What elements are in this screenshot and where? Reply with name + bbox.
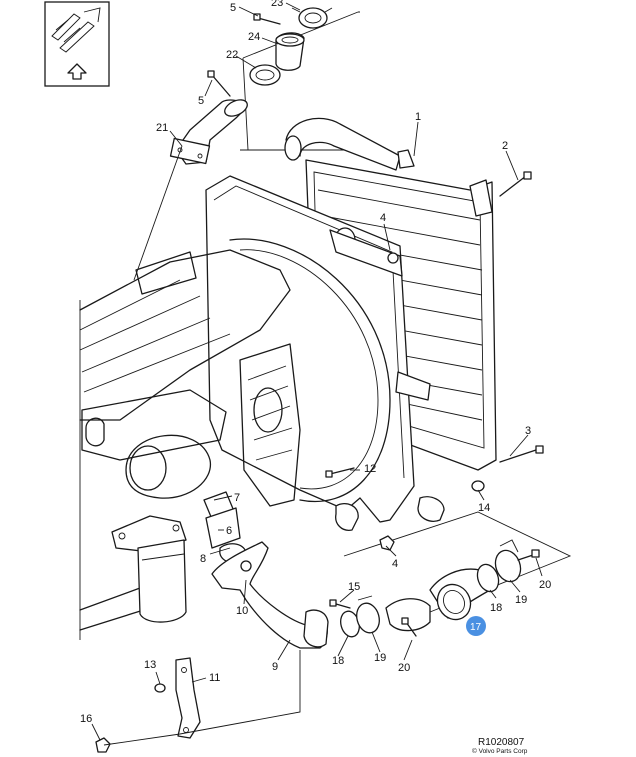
callout-21[interactable]: 21 <box>156 122 168 134</box>
bracket-14 <box>471 480 485 492</box>
callout-8[interactable]: 8 <box>200 553 206 565</box>
nut-13 <box>154 683 166 693</box>
bolt-5-upper <box>253 13 281 25</box>
nut-16 <box>95 737 111 753</box>
callout-10[interactable]: 10 <box>236 605 248 617</box>
callout-9[interactable]: 9 <box>272 661 278 673</box>
callout-15[interactable]: 15 <box>348 581 360 593</box>
callout-5-mid[interactable]: 5 <box>198 95 204 107</box>
callout-23[interactable]: 23 <box>271 0 283 9</box>
nut-4-upper <box>387 252 399 264</box>
overview-thumbnail[interactable] <box>44 1 110 87</box>
callout-22[interactable]: 22 <box>226 49 238 61</box>
intake-pipe-parts <box>203 491 247 564</box>
bolt-2 <box>499 171 532 197</box>
callout-19-left[interactable]: 19 <box>374 652 386 664</box>
callout-18-right[interactable]: 18 <box>490 602 502 614</box>
callout-2[interactable]: 2 <box>502 140 508 152</box>
callout-20-left[interactable]: 20 <box>398 662 410 674</box>
bracket-11 <box>175 657 201 739</box>
callout-18-left[interactable]: 18 <box>332 655 344 667</box>
fan-shroud <box>205 175 445 531</box>
clamp-19-right <box>494 539 522 583</box>
callout-13[interactable]: 13 <box>144 659 156 671</box>
lower-detail-frame <box>343 511 572 613</box>
callout-12[interactable]: 12 <box>364 463 376 475</box>
callout-14[interactable]: 14 <box>478 502 490 514</box>
callout-24[interactable]: 24 <box>248 31 260 43</box>
callout-11[interactable]: 11 <box>209 672 220 684</box>
callout-20-right[interactable]: 20 <box>539 579 551 591</box>
callout-16[interactable]: 16 <box>80 713 92 725</box>
clamp-22 <box>249 64 281 86</box>
vehicle-sketch-icon <box>51 7 101 53</box>
bolt-12 <box>325 467 355 478</box>
pipe-9 <box>211 541 329 649</box>
copyright-text: © Volvo Parts Corp <box>472 747 528 755</box>
oil-filter <box>111 515 187 623</box>
callout-4-upper[interactable]: 4 <box>380 212 386 224</box>
callout-5-top[interactable]: 5 <box>230 2 236 14</box>
callout-19-right[interactable]: 19 <box>515 594 527 606</box>
callout-6[interactable]: 6 <box>226 525 232 537</box>
hose-24 <box>275 32 305 71</box>
reference-number: R1020807 <box>478 737 525 748</box>
bolt-5-lower <box>207 70 231 97</box>
bolt-20-left <box>401 617 417 637</box>
bolt-3 <box>499 445 544 463</box>
leader-lines <box>91 2 543 741</box>
callout-3[interactable]: 3 <box>525 425 531 437</box>
arrow-up-icon <box>67 63 87 80</box>
callout-7[interactable]: 7 <box>234 492 240 504</box>
clamp-18-right <box>476 563 500 593</box>
callout-labels: 5 23 24 22 5 21 1 2 4 3 12 7 6 8 10 14 4… <box>80 0 551 725</box>
callout-4-lower[interactable]: 4 <box>392 558 398 570</box>
highlight-badge <box>466 616 486 636</box>
pipe-21 <box>169 99 248 165</box>
clamp-23 <box>291 7 333 29</box>
callout-1[interactable]: 1 <box>415 111 421 123</box>
nut-4-lower <box>379 535 395 551</box>
hose-17 <box>385 568 491 632</box>
bolt-20-right <box>517 549 540 561</box>
callout-17[interactable]: 17 <box>470 622 482 633</box>
callout-17-highlight[interactable]: 17 <box>466 616 486 636</box>
bolt-15 <box>329 599 351 609</box>
